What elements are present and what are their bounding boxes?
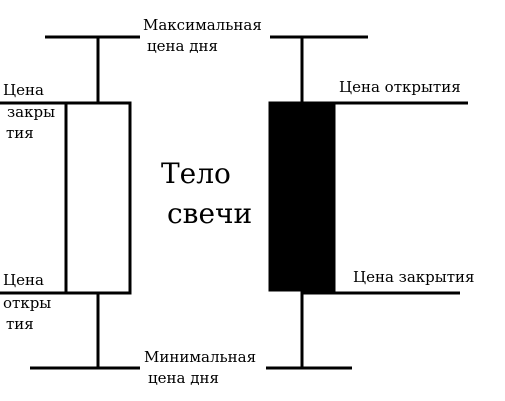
white-candle-body bbox=[64, 101, 132, 295]
black-candle-body bbox=[268, 101, 336, 292]
white-open-label-line2: откры bbox=[3, 294, 51, 312]
min-price-label-line2: цена дня bbox=[148, 369, 219, 387]
candle-body-label-line1: Тело bbox=[161, 157, 231, 190]
black-open-label: Цена открытия bbox=[339, 78, 461, 96]
black-close-label: Цена закрытия bbox=[353, 268, 474, 286]
white-close-label-line3: тия bbox=[6, 124, 34, 142]
max-price-label-bg bbox=[140, 14, 270, 54]
black-candle bbox=[268, 37, 468, 368]
white-candle bbox=[0, 37, 132, 368]
max-price-label-line2: цена дня bbox=[147, 37, 218, 55]
white-close-label-line2: закры bbox=[7, 103, 55, 121]
white-open-label-line1: Цена bbox=[3, 271, 44, 289]
candle-body-label-line2: свечи bbox=[167, 197, 252, 230]
white-close-label-line1: Цена bbox=[3, 81, 44, 99]
min-price-label-bg bbox=[140, 347, 266, 387]
min-price-label-line1: Минимальная bbox=[144, 348, 256, 366]
max-price-label-line1: Максимальная bbox=[143, 16, 262, 34]
white-open-label-line3: тия bbox=[6, 315, 34, 333]
